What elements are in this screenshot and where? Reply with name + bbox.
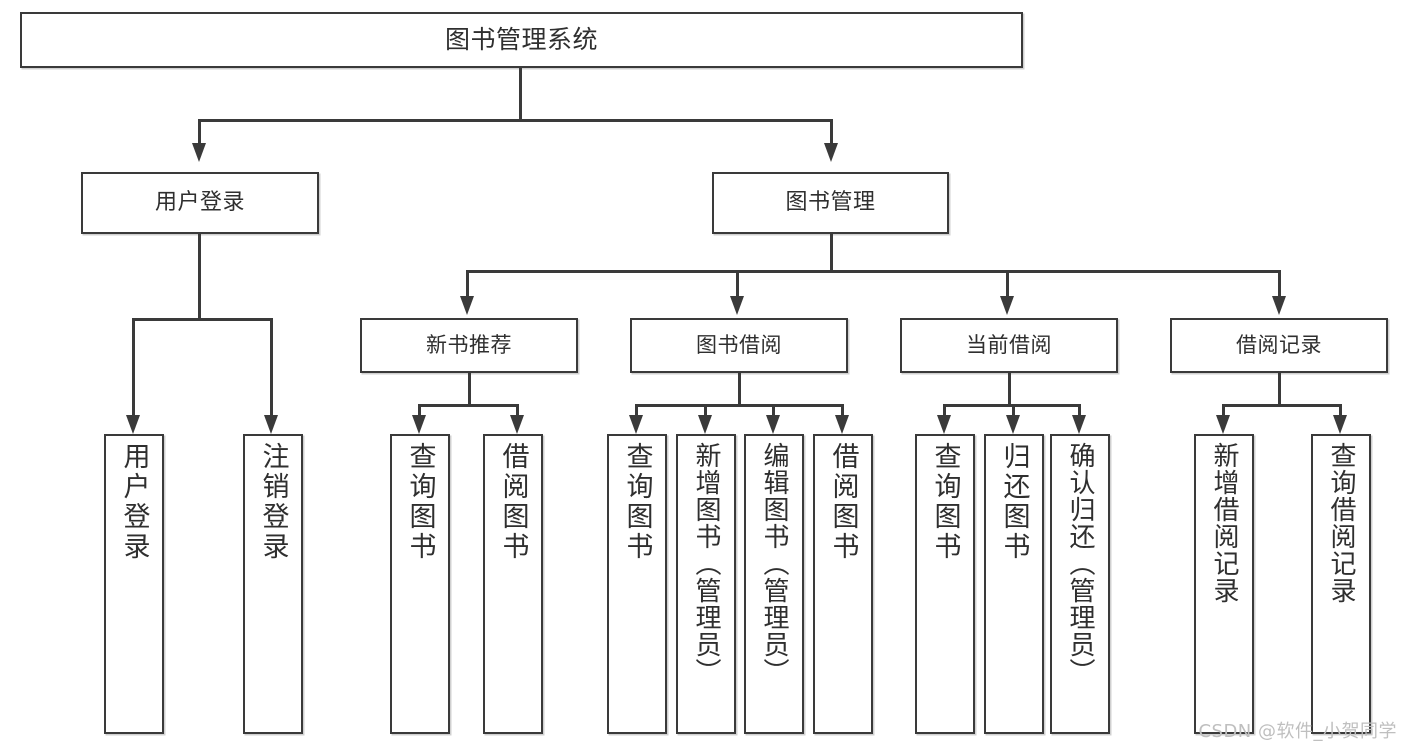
leaf-query-book-recommend[interactable]: 查询图书 <box>390 434 450 734</box>
node-borrow-record[interactable]: 借阅记录 <box>1170 318 1388 373</box>
leaf-confirm-return-admin[interactable]: 确认归还（管理员） <box>1050 434 1110 734</box>
arrowhead-leaf-logout <box>264 415 278 434</box>
node-label: 新书推荐 <box>426 333 512 358</box>
connector-borrowrecord-drop-1 <box>1222 404 1225 416</box>
connector-borrowrecord-stem <box>1278 373 1281 406</box>
node-label: 查询图书 <box>404 442 436 562</box>
watermark-text: CSDN @软件_小贺同学 <box>1198 721 1397 742</box>
arrowhead-user-login <box>192 143 206 162</box>
connector-newbook-drop-1 <box>418 404 421 416</box>
node-new-book-recommend[interactable]: 新书推荐 <box>360 318 578 373</box>
leaf-query-book-current[interactable]: 查询图书 <box>915 434 975 734</box>
connector-currentborrow-drop-1 <box>943 404 946 416</box>
connector-root-drop-right <box>830 119 833 144</box>
arrowhead-currentborrow-leaf-3 <box>1072 415 1086 434</box>
connector-bookborrow-drop-4 <box>841 404 844 416</box>
connector-bookmgmt-drop-2 <box>736 270 739 297</box>
node-root-system[interactable]: 图书管理系统 <box>20 12 1023 68</box>
arrowhead-current-borrow <box>1000 296 1014 315</box>
leaf-borrow-book[interactable]: 借阅图书 <box>813 434 873 734</box>
node-label: 编辑图书（管理员） <box>759 442 789 685</box>
connector-root-bus <box>198 119 832 122</box>
node-current-borrow[interactable]: 当前借阅 <box>900 318 1118 373</box>
node-label: 用户登录 <box>154 190 245 216</box>
node-label: 查询借阅记录 <box>1326 442 1356 604</box>
connector-bookborrow-drop-3 <box>772 404 775 416</box>
node-label: 用户登录 <box>118 442 150 562</box>
arrowhead-new-book <box>460 296 474 315</box>
arrowhead-currentborrow-leaf-1 <box>937 415 951 434</box>
arrowhead-bookborrow-leaf-4 <box>835 415 849 434</box>
connector-root-stem <box>519 68 522 120</box>
node-label: 图书管理系统 <box>444 24 598 54</box>
node-label: 图书借阅 <box>696 333 782 358</box>
connector-bookborrow-drop-2 <box>704 404 707 416</box>
node-label: 图书管理 <box>785 190 876 216</box>
connector-bookmgmt-drop-1 <box>466 270 469 297</box>
arrowhead-currentborrow-leaf-2 <box>1006 415 1020 434</box>
leaf-return-book[interactable]: 归还图书 <box>984 434 1044 734</box>
leaf-add-book-admin[interactable]: 新增图书（管理员） <box>676 434 736 734</box>
node-label: 归还图书 <box>998 442 1030 562</box>
connector-currentborrow-drop-2 <box>1012 404 1015 416</box>
arrowhead-borrowrecord-leaf-1 <box>1216 415 1230 434</box>
arrowhead-newbook-leaf-2 <box>510 415 524 434</box>
node-label: 借阅图书 <box>497 442 529 562</box>
node-label: 注销登录 <box>257 442 289 562</box>
leaf-query-book-borrow[interactable]: 查询图书 <box>607 434 667 734</box>
connector-userlogin-bus <box>132 318 270 321</box>
connector-borrowrecord-drop-2 <box>1339 404 1342 416</box>
leaf-edit-book-admin[interactable]: 编辑图书（管理员） <box>744 434 804 734</box>
arrowhead-bookborrow-leaf-3 <box>766 415 780 434</box>
node-book-borrow[interactable]: 图书借阅 <box>630 318 848 373</box>
arrowhead-borrow-record <box>1272 296 1286 315</box>
arrowhead-book-borrow <box>730 296 744 315</box>
connector-bookborrow-bus <box>635 404 843 407</box>
connector-bookborrow-stem <box>738 373 741 406</box>
connector-bookmgmt-drop-4 <box>1278 270 1281 297</box>
connector-root-drop-left <box>198 119 201 144</box>
node-label: 新增图书（管理员） <box>691 442 721 685</box>
connector-currentborrow-drop-3 <box>1078 404 1081 416</box>
leaf-add-borrow-record[interactable]: 新增借阅记录 <box>1194 434 1254 734</box>
node-book-management[interactable]: 图书管理 <box>712 172 949 234</box>
arrowhead-bookborrow-leaf-2 <box>698 415 712 434</box>
node-label: 查询图书 <box>621 442 653 562</box>
connector-currentborrow-bus <box>943 404 1080 407</box>
connector-userlogin-drop-2 <box>270 318 273 416</box>
node-label: 确认归还（管理员） <box>1065 442 1095 685</box>
connector-bookmgmt-bus <box>466 270 1280 273</box>
leaf-user-login[interactable]: 用户登录 <box>104 434 164 734</box>
connector-newbook-stem <box>468 373 471 406</box>
arrowhead-bookborrow-leaf-1 <box>629 415 643 434</box>
node-user-login[interactable]: 用户登录 <box>81 172 319 234</box>
arrowhead-borrowrecord-leaf-2 <box>1333 415 1347 434</box>
node-label: 借阅记录 <box>1236 333 1322 358</box>
arrowhead-newbook-leaf-1 <box>412 415 426 434</box>
arrowhead-leaf-user-login <box>126 415 140 434</box>
connector-borrowrecord-bus <box>1222 404 1341 407</box>
connector-bookmgmt-drop-3 <box>1006 270 1009 297</box>
connector-bookborrow-drop-1 <box>635 404 638 416</box>
node-label: 新增借阅记录 <box>1209 442 1239 604</box>
connector-userlogin-stem <box>198 234 201 320</box>
node-label: 借阅图书 <box>827 442 859 562</box>
arrowhead-book-manage <box>824 143 838 162</box>
leaf-query-borrow-record[interactable]: 查询借阅记录 <box>1311 434 1371 734</box>
connector-currentborrow-stem <box>1008 373 1011 406</box>
leaf-logout[interactable]: 注销登录 <box>243 434 303 734</box>
connector-newbook-drop-2 <box>516 404 519 416</box>
connector-userlogin-drop-1 <box>132 318 135 416</box>
node-label: 当前借阅 <box>966 333 1052 358</box>
leaf-borrow-book-recommend[interactable]: 借阅图书 <box>483 434 543 734</box>
connector-bookmgmt-stem <box>830 234 833 272</box>
node-label: 查询图书 <box>929 442 961 562</box>
connector-newbook-bus <box>418 404 518 407</box>
